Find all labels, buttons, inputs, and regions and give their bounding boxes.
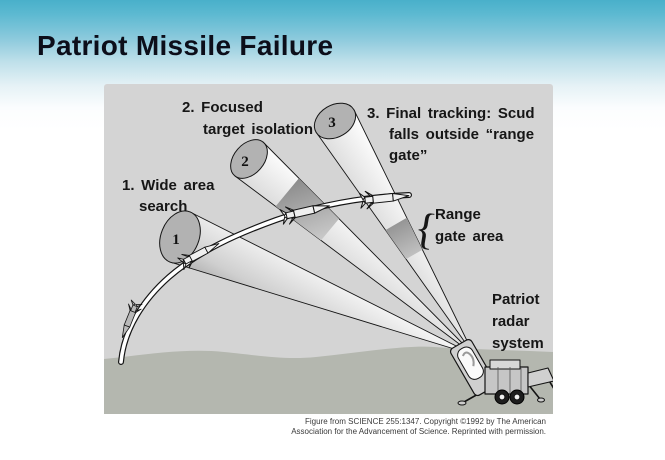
label-step-2-line-2: target isolation (203, 121, 313, 138)
label-radar-system: Patriot radar system (492, 291, 544, 352)
label-radar-line-3: system (492, 335, 544, 352)
label-step-2-line-1: 2. Focused (182, 99, 263, 116)
label-step-2: 2. Focused target isolation (182, 99, 313, 138)
label-radar-line-2: radar (492, 313, 530, 330)
beam-1-number: 1 (172, 232, 180, 248)
page-title: Patriot Missile Failure (37, 30, 334, 61)
label-range-gate: Range gate area (435, 206, 504, 245)
label-step-3-line-2: falls outside “range (389, 126, 534, 143)
beam-3-number: 3 (328, 115, 336, 131)
diagram-canvas: 1 2 3 (104, 99, 553, 414)
label-step-3-line-1: 3. Final tracking: Scud (367, 105, 535, 122)
scud-trajectory (118, 192, 412, 365)
radar-antenna (449, 339, 497, 397)
beam-1-ellipse (159, 210, 201, 264)
label-range-gate-line-1: Range (435, 206, 481, 223)
range-gate-band (385, 217, 423, 260)
label-step-1-line-1: 1. Wide area (122, 177, 215, 194)
figure-credit-caption: Figure from SCIENCE 255:1347. Copyright … (291, 417, 546, 437)
beam-2-ellipse (230, 139, 268, 179)
beam-2-number: 2 (241, 154, 249, 170)
patriot-diagram: 1 2 3 (104, 84, 553, 414)
ground (104, 346, 553, 414)
label-step-3: 3. Final tracking: Scud falls outside “r… (367, 105, 535, 164)
beam-3-ellipse (313, 102, 357, 140)
label-step-1-line-2: search (139, 198, 187, 215)
label-step-1: 1. Wide area search (122, 177, 215, 215)
label-range-gate-line-2: gate area (435, 228, 504, 245)
caption-line-2: Association for the Advancement of Scien… (291, 427, 546, 436)
label-radar-line-1: Patriot (492, 291, 540, 308)
label-step-3-line-3: gate” (389, 147, 427, 164)
radar-unit (449, 339, 553, 406)
caption-line-1: Figure from SCIENCE 255:1347. Copyright … (305, 417, 546, 426)
